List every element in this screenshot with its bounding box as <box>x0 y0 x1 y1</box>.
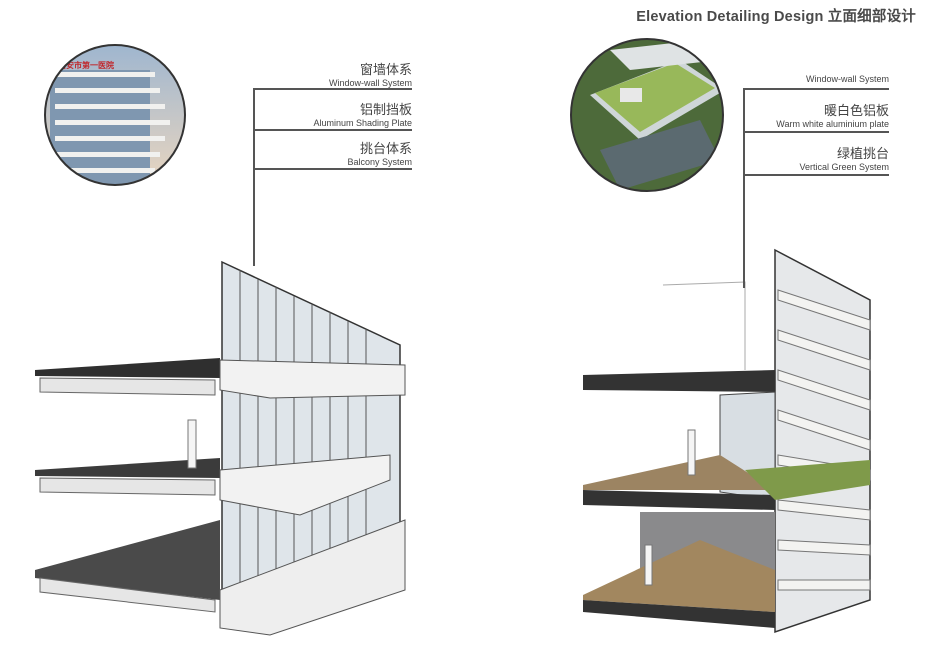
hospital-sign: 西安市第一医院 <box>58 60 114 70</box>
right-leader-line <box>743 88 745 288</box>
page-title: Elevation Detailing Design 立面细部设计 <box>636 9 916 25</box>
label-rule <box>743 131 889 133</box>
right-label-window-wall: Window-wall System <box>805 74 889 84</box>
right-label-vertical-green: 绿植挑台 Vertical Green System <box>799 146 889 172</box>
hospital-photo: 西安市第一医院 <box>45 45 185 185</box>
aerial-photo <box>571 39 723 191</box>
left-label-window-wall: 窗墙体系 Window-wall System <box>328 62 412 88</box>
left-label-aluminum-shading: 铝制挡板 Aluminum Shading Plate <box>313 102 412 128</box>
label-rule <box>253 168 412 170</box>
label-rule <box>743 88 889 90</box>
right-building-section <box>583 248 871 634</box>
left-leader-line <box>253 88 255 266</box>
left-building-section <box>35 260 406 636</box>
right-label-warm-white-plate: 暖白色铝板 Warm white aluminium plate <box>776 103 889 129</box>
label-rule <box>253 88 412 90</box>
left-label-balcony: 挑台体系 Balcony System <box>347 141 412 167</box>
label-rule <box>253 129 412 131</box>
label-rule <box>743 174 889 176</box>
